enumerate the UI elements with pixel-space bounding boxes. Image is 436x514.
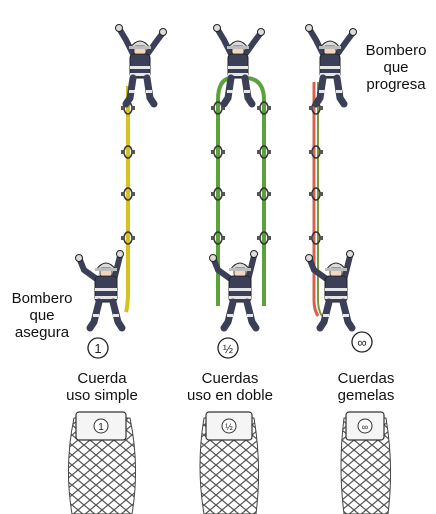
twin-rope-red — [312, 82, 320, 317]
caption-single: Cuerda uso simple — [66, 370, 138, 404]
svg-text:1: 1 — [94, 341, 101, 356]
svg-text:∞: ∞ — [362, 422, 368, 432]
belaying-firefighter — [76, 251, 124, 329]
svg-text:½: ½ — [225, 422, 233, 432]
caption-twin: Cuerdas gemelas — [337, 370, 395, 404]
leader-label: Bombero que progresa — [365, 42, 427, 93]
symbol-single: 1 — [87, 337, 109, 359]
anchor-4 — [308, 231, 324, 245]
single-rope — [124, 86, 130, 313]
belayer-label: Bombero que asegura — [11, 290, 73, 341]
anchor-2 — [308, 145, 324, 159]
rope-end-single: 1 — [67, 411, 137, 514]
double-rope-right — [247, 76, 266, 306]
column-twin-rope — [306, 25, 357, 329]
caption-double: Cuerdas uso en doble — [187, 370, 273, 404]
svg-text:½: ½ — [223, 342, 233, 356]
column-single-rope — [76, 25, 167, 329]
rope-end-double: ½ — [199, 411, 260, 514]
anchor-3 — [308, 187, 324, 201]
symbol-double: ½ — [217, 337, 239, 359]
rope-end-twin: ∞ — [340, 411, 392, 514]
twin-rope-green — [317, 82, 323, 317]
column-double-rope — [210, 25, 272, 329]
svg-text:∞: ∞ — [357, 335, 366, 350]
leading-firefighter — [214, 25, 265, 105]
svg-text:1: 1 — [98, 422, 104, 433]
leading-firefighter — [116, 25, 167, 105]
symbol-twin: ∞ — [351, 331, 373, 353]
